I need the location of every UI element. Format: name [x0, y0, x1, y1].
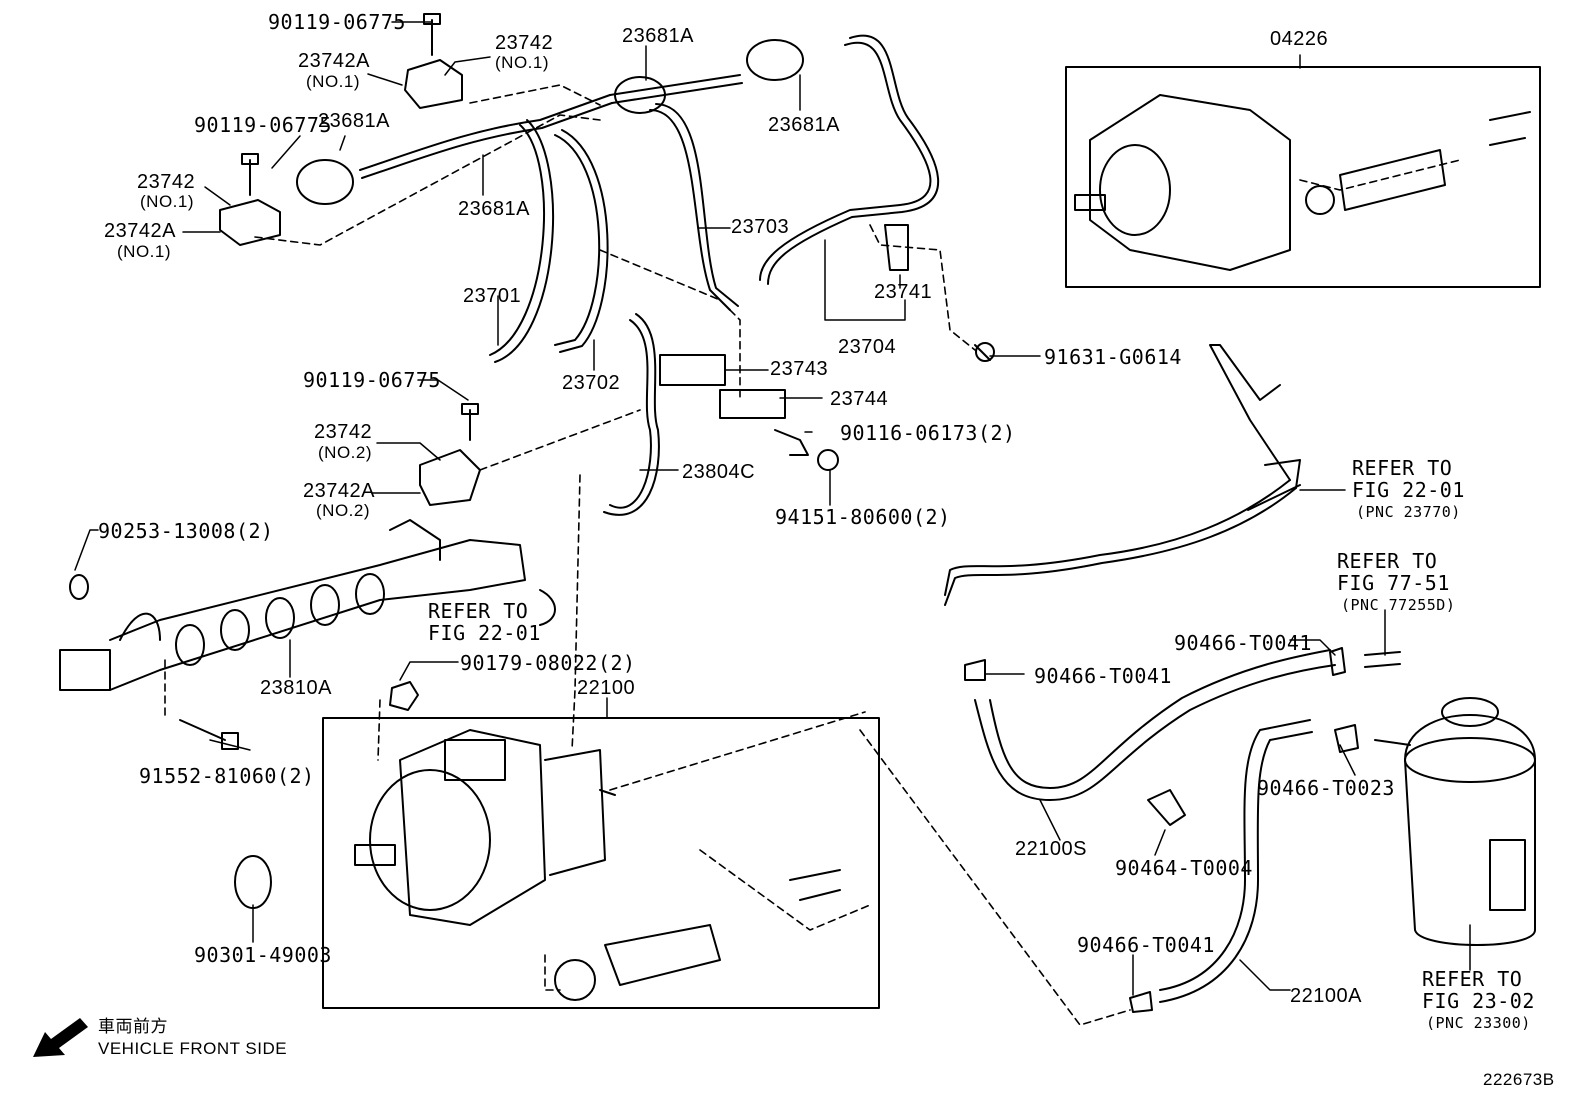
part-label-90179-08022[interactable]: 90179-08022(2)	[460, 651, 636, 675]
refer-to-label: REFER TO	[1337, 549, 1438, 573]
part-label-23681a[interactable]: 23681A	[768, 114, 840, 136]
supply-pump-drawing	[354, 729, 841, 1001]
supply-pump-04226-drawing	[1074, 94, 1531, 271]
refer-pnc-note: (PNC 23770)	[1356, 503, 1461, 521]
part-label-22100a[interactable]: 22100A	[1290, 985, 1362, 1007]
part-qualifier-no1: (NO.1)	[117, 242, 171, 261]
box-22100-frame	[322, 717, 880, 1009]
part-label-91631-g0614[interactable]: 91631-G0614	[1044, 345, 1182, 369]
part-label-23742[interactable]: 23742	[495, 32, 554, 54]
part-label-23744[interactable]: 23744	[830, 388, 889, 410]
part-label-90466-t0041[interactable]: 90466-T0041	[1174, 631, 1312, 655]
refer-pnc-note: (PNC 77255D)	[1341, 596, 1456, 614]
part-label-22100[interactable]: 22100	[577, 677, 636, 699]
part-qualifier-no1: (NO.1)	[306, 72, 360, 91]
leader-lines	[74, 21, 1471, 996]
refer-to-label: REFER TO	[1422, 967, 1523, 991]
box-04226-frame	[1065, 66, 1541, 288]
part-label-23742a[interactable]: 23742A	[104, 220, 176, 242]
part-label-90119-06775[interactable]: 90119-06775	[194, 113, 332, 137]
vehicle-front-jp-label: 車両前方	[98, 1017, 168, 1036]
fuel-filter-drawing	[1374, 697, 1536, 946]
part-label-23742a[interactable]: 23742A	[298, 50, 370, 72]
part-label-23742[interactable]: 23742	[314, 421, 373, 443]
part-label-90116-06173[interactable]: 90116-06173(2)	[840, 421, 1016, 445]
part-qualifier-no1: (NO.1)	[140, 192, 194, 211]
part-label-23702[interactable]: 23702	[562, 372, 621, 394]
refer-fig-link[interactable]: FIG 23-02	[1422, 989, 1535, 1013]
dashed-guide-lines	[164, 84, 1461, 1026]
part-label-23703[interactable]: 23703	[731, 216, 790, 238]
part-label-04226[interactable]: 04226	[1270, 28, 1329, 50]
refer-fig-link[interactable]: FIG 22-01	[1352, 478, 1465, 502]
part-label-90301-49003[interactable]: 90301-49003	[194, 943, 332, 967]
part-label-90119-06775[interactable]: 90119-06775	[303, 368, 441, 392]
part-label-23681a[interactable]: 23681A	[318, 110, 390, 132]
part-label-91552-81060[interactable]: 91552-81060(2)	[139, 764, 315, 788]
refer-to-label: REFER TO	[428, 599, 529, 623]
part-label-23681a[interactable]: 23681A	[458, 198, 530, 220]
refer-to-label: REFER TO	[1352, 456, 1453, 480]
part-label-94151-80600[interactable]: 94151-80600(2)	[775, 505, 951, 529]
part-label-23741[interactable]: 23741	[874, 281, 933, 303]
part-label-90119-06775[interactable]: 90119-06775	[268, 10, 406, 34]
part-label-23742[interactable]: 23742	[137, 171, 196, 193]
part-label-90466-t0041[interactable]: 90466-T0041	[1034, 664, 1172, 688]
figure-id: 222673B	[1483, 1070, 1555, 1089]
part-label-23704[interactable]: 23704	[838, 336, 897, 358]
part-label-22100s[interactable]: 22100S	[1015, 838, 1087, 860]
fuel-pipes	[359, 34, 1401, 1003]
part-qualifier-no2: (NO.2)	[318, 443, 372, 462]
clamps-and-fasteners	[179, 13, 1359, 1013]
vehicle-front-en-label: VEHICLE FRONT SIDE	[98, 1039, 288, 1058]
part-label-23742a[interactable]: 23742A	[303, 480, 375, 502]
part-label-23810a[interactable]: 23810A	[260, 677, 332, 699]
part-qualifier-no2: (NO.2)	[316, 501, 370, 520]
part-label-23743[interactable]: 23743	[770, 358, 829, 380]
front-direction-arrow-icon	[33, 1018, 88, 1057]
part-label-90466-t0041[interactable]: 90466-T0041	[1077, 933, 1215, 957]
refer-pnc-note: (PNC 23300)	[1426, 1014, 1531, 1032]
part-label-23681a[interactable]: 23681A	[622, 25, 694, 47]
part-qualifier-no1: (NO.1)	[495, 53, 549, 72]
refer-fig-link[interactable]: FIG 77-51	[1337, 571, 1450, 595]
part-label-90466-t0023[interactable]: 90466-T0023	[1257, 776, 1395, 800]
part-label-23804c[interactable]: 23804C	[682, 461, 756, 483]
fuel-rail	[59, 519, 556, 691]
part-label-23701[interactable]: 23701	[463, 285, 522, 307]
refer-fig-link[interactable]: FIG 22-01	[428, 621, 541, 645]
part-label-90253-13008[interactable]: 90253-13008(2)	[98, 519, 274, 543]
part-label-90464-t0004[interactable]: 90464-T0004	[1115, 856, 1253, 880]
